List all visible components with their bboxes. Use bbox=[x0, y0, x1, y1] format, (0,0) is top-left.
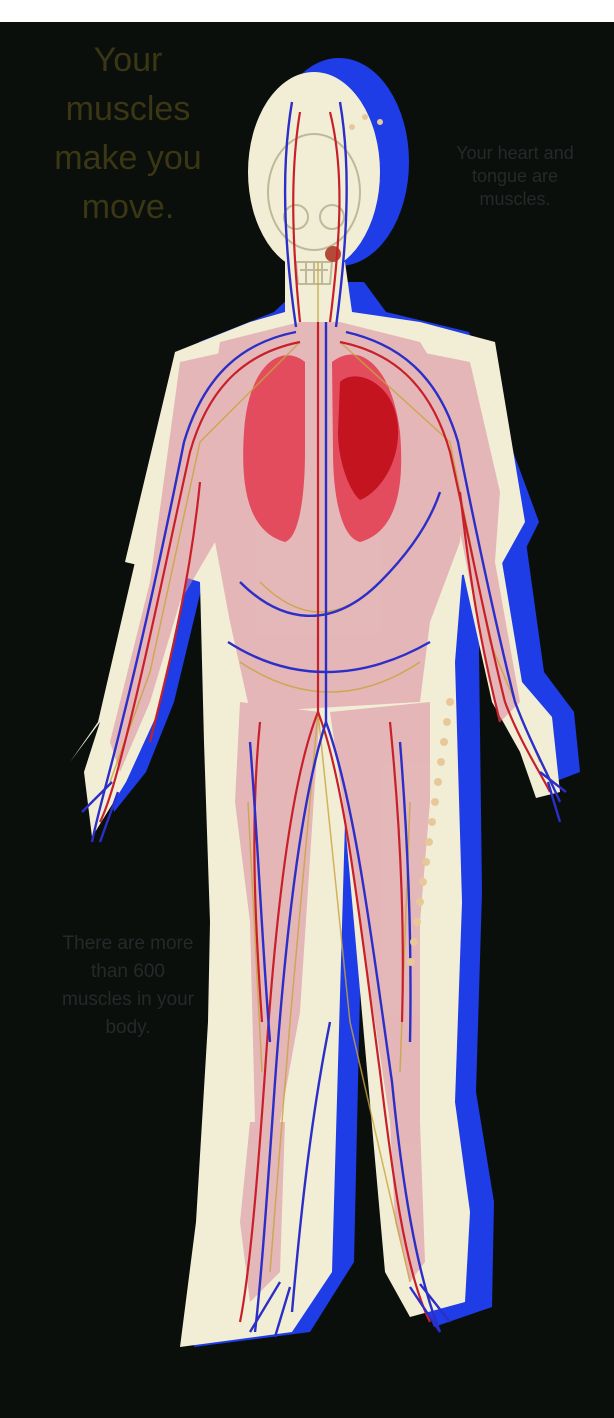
muscle-count-caption: There are more than 600 muscles in your … bbox=[58, 930, 198, 1042]
muscles-caption: Your muscles make you move. bbox=[48, 36, 208, 232]
exhibit-photo: Your muscles make you move. Your heart a… bbox=[0, 22, 614, 1418]
heart-caption: Your heart and tongue are muscles. bbox=[440, 142, 590, 211]
